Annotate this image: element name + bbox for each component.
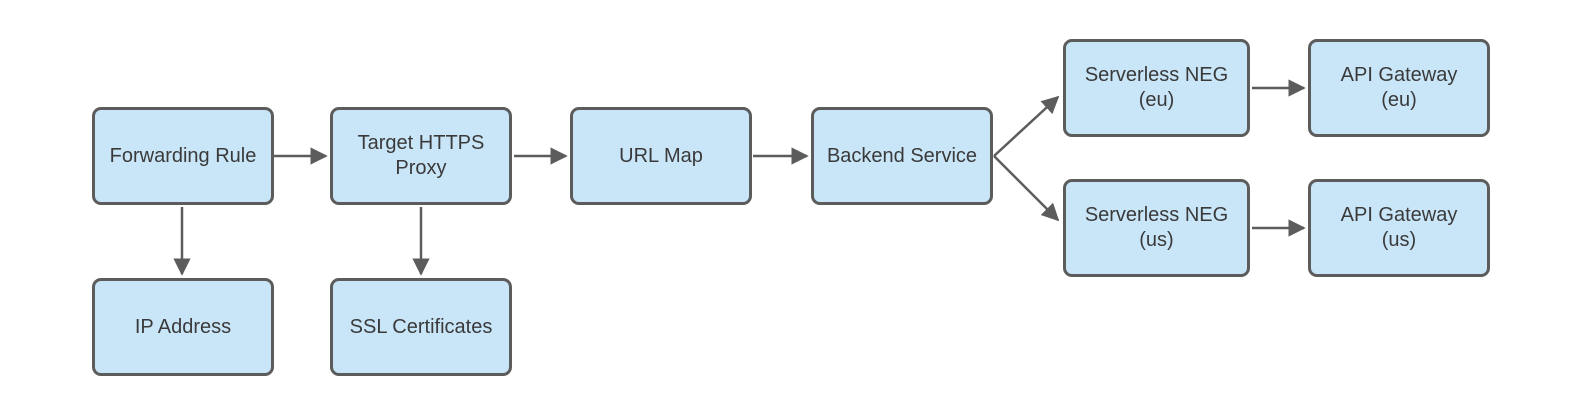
node-api-gateway-us: API Gateway (us) [1308, 179, 1490, 277]
node-serverless-neg-us: Serverless NEG (us) [1063, 179, 1250, 277]
node-serverless-neg-eu: Serverless NEG (eu) [1063, 39, 1250, 137]
edge-backend-service-to-serverless-neg-eu [993, 95, 1060, 157]
node-target-https-proxy: Target HTTPS Proxy [330, 107, 512, 205]
node-ssl-certificates: SSL Certificates [330, 278, 512, 376]
node-api-gateway-eu: API Gateway (eu) [1308, 39, 1490, 137]
edge-backend-service-to-serverless-neg-us [993, 155, 1060, 222]
node-forwarding-rule: Forwarding Rule [92, 107, 274, 205]
node-url-map: URL Map [570, 107, 752, 205]
node-backend-service: Backend Service [811, 107, 993, 205]
node-ip-address: IP Address [92, 278, 274, 376]
